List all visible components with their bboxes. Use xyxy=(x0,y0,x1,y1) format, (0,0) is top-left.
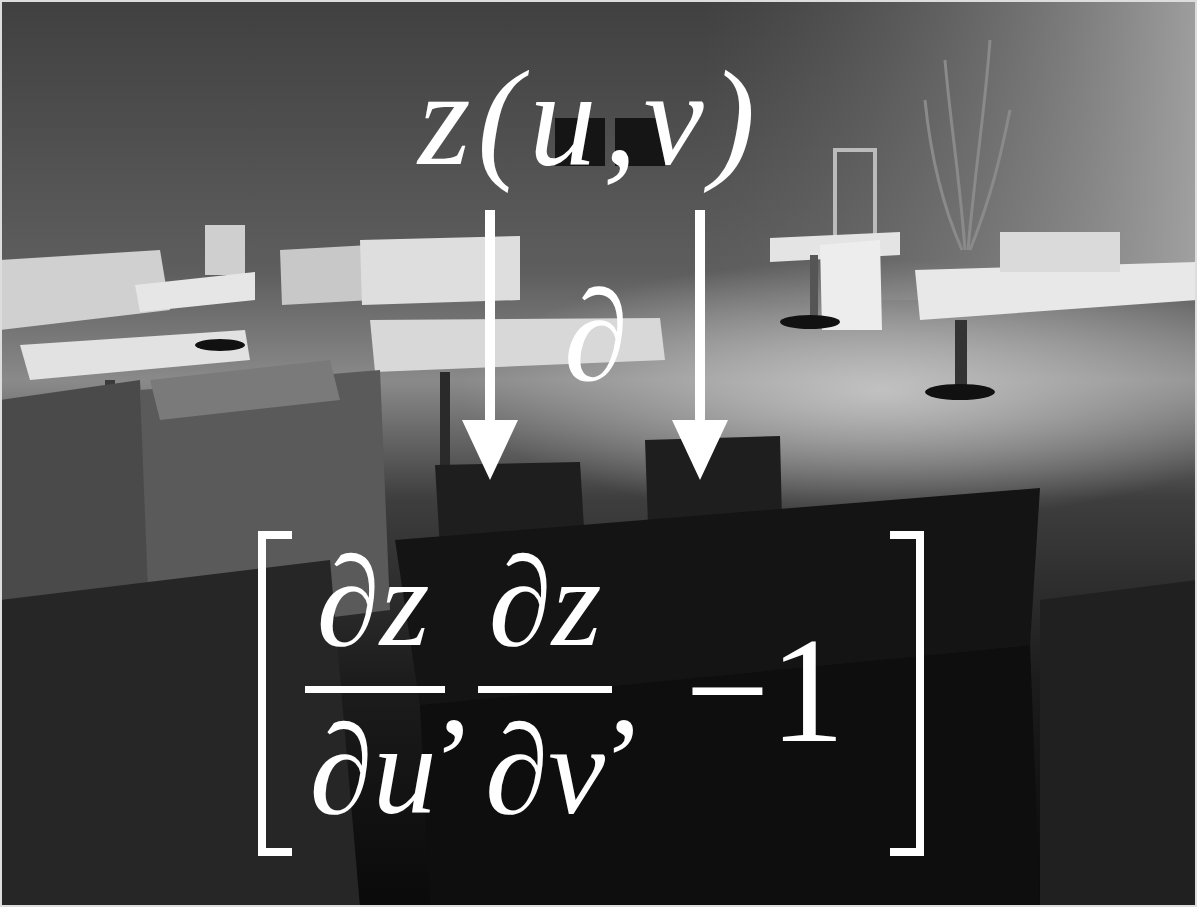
near-furniture xyxy=(0,360,1197,907)
denominator: ∂u xyxy=(309,706,436,834)
fraction-bar xyxy=(305,686,445,693)
depth-function: z(u,v) xyxy=(418,51,762,186)
separator: , xyxy=(609,626,641,754)
arrow-shaft xyxy=(485,210,495,422)
numerator: ∂z xyxy=(316,538,429,666)
derivative-arrows xyxy=(462,210,728,480)
arrow-shaft xyxy=(695,210,705,422)
arrow-head xyxy=(462,420,518,480)
vector-brackets xyxy=(262,535,920,852)
numerator: ∂z xyxy=(488,538,601,666)
denominator: ∂v xyxy=(485,706,605,834)
plant xyxy=(925,40,1010,250)
derivative-symbol: ∂ xyxy=(564,271,628,401)
vector-component: −1 xyxy=(685,615,845,765)
back-wall xyxy=(700,0,1197,300)
right-bracket xyxy=(890,535,920,852)
fraction-bar xyxy=(478,686,612,693)
arrow-head xyxy=(672,420,728,480)
separator: , xyxy=(439,626,471,754)
left-bracket xyxy=(262,535,292,852)
